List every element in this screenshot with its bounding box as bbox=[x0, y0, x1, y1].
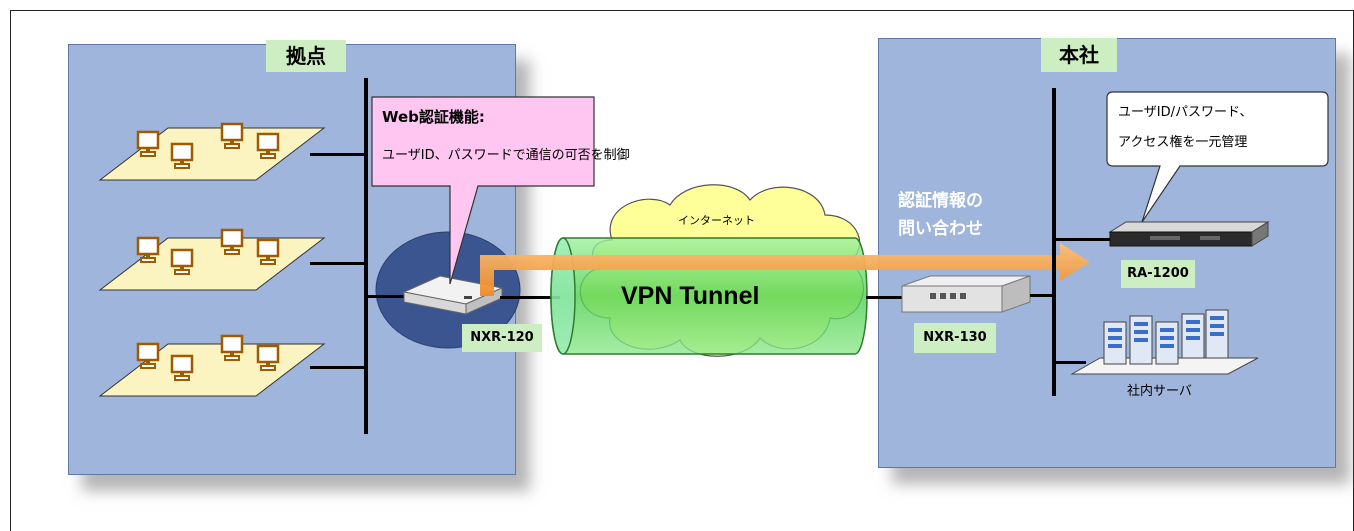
auth-query-line1: 認証情報の bbox=[898, 191, 983, 211]
ra1200-label: RA-1200 bbox=[1121, 260, 1195, 288]
auth-query-line2: 問い合わせ bbox=[898, 219, 983, 239]
nxr130-label: NXR-130 bbox=[914, 323, 996, 353]
ra1200-device bbox=[1108, 221, 1270, 247]
web-auth-callout-body: ユーザID、パスワードで通信の可否を制御 bbox=[382, 148, 630, 163]
floor-1 bbox=[98, 122, 366, 181]
web-auth-callout-title: Web認証機能: bbox=[382, 108, 485, 126]
floor-2 bbox=[98, 228, 366, 291]
head-office-title: 本社 bbox=[1041, 38, 1117, 72]
branch-title: 拠点 bbox=[266, 40, 346, 72]
branch-backbone-line bbox=[364, 78, 368, 434]
vpn-tunnel-label: VPN Tunnel bbox=[621, 282, 760, 310]
central-management-line2: アクセス権を一元管理 bbox=[1118, 135, 1248, 150]
nxr120-label: NXR-120 bbox=[462, 324, 542, 352]
web-auth-callout bbox=[371, 96, 595, 285]
central-management-line1: ユーザID/パスワード、 bbox=[1118, 105, 1253, 120]
server-group bbox=[1070, 309, 1259, 375]
floor-3 bbox=[98, 334, 366, 397]
central-management-callout bbox=[1106, 91, 1329, 223]
internet-label: インターネット bbox=[678, 214, 755, 227]
auth-query-arrow bbox=[480, 243, 1090, 296]
head-office-backbone-line bbox=[1052, 88, 1056, 396]
nxr130-device bbox=[901, 275, 1031, 313]
servers-label: 社内サーバ bbox=[1127, 384, 1192, 399]
